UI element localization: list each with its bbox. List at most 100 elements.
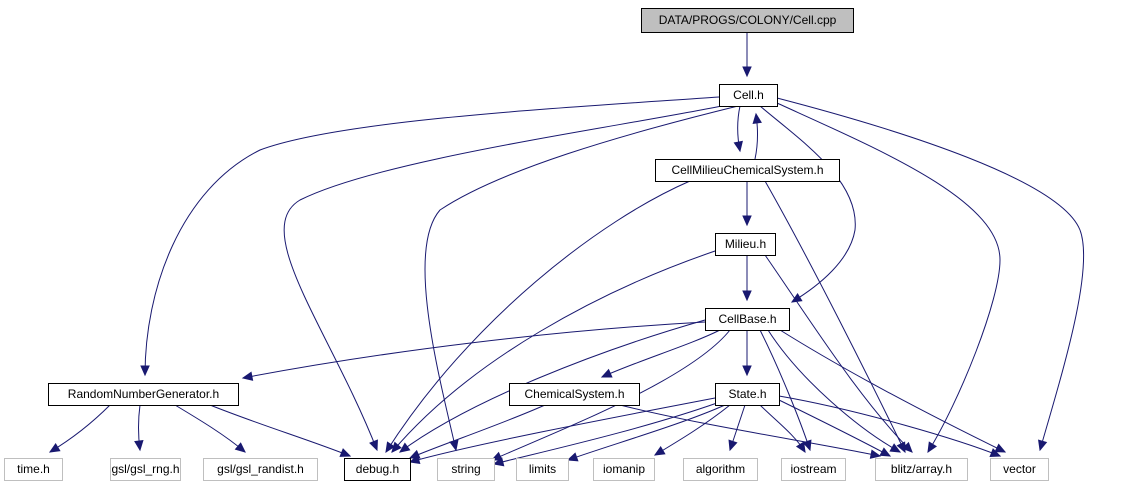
node-label: time.h <box>17 462 50 476</box>
node-iomanip: iomanip <box>593 458 655 481</box>
node-box <box>641 8 854 33</box>
node-cellbase[interactable]: CellBase.h <box>705 308 790 331</box>
edge-rng-to-gslrng <box>134 404 144 452</box>
edge-cellh-to-rng <box>140 96 720 377</box>
arrow-head-icon <box>927 441 938 454</box>
arrow-head-icon <box>742 215 752 227</box>
edge-cellh-to-cmcs <box>733 105 743 153</box>
arrow-head-icon <box>234 442 246 453</box>
node-label: iostream <box>790 462 836 476</box>
edge-state-to-limits <box>566 404 726 462</box>
node-label: Cell.h <box>733 88 764 102</box>
node-box <box>990 458 1049 481</box>
node-box <box>437 458 495 481</box>
node-label: blitz/array.h <box>891 462 952 476</box>
edge-line <box>209 404 351 457</box>
node-box <box>683 458 758 481</box>
arrow-head-icon <box>391 441 402 453</box>
edge-line <box>767 329 901 453</box>
edge-cellh-to-string <box>424 105 739 452</box>
edge-rng-to-debug <box>209 404 352 457</box>
node-box <box>655 159 840 182</box>
node-label: DATA/PROGS/COLONY/Cell.cpp <box>659 13 837 27</box>
arrow-head-icon <box>134 439 144 452</box>
edge-cmcs-to-cellh <box>752 112 762 160</box>
edge-line <box>242 321 706 379</box>
node-cellcpp[interactable]: DATA/PROGS/COLONY/Cell.cpp <box>641 8 854 33</box>
edge-line <box>424 105 739 451</box>
edge-line <box>409 404 546 459</box>
edge-cellh-to-cellbase <box>759 105 856 303</box>
node-state[interactable]: State.h <box>715 383 780 406</box>
node-label: RandomNumberGenerator.h <box>68 387 219 401</box>
edge-milieu-to-blitz <box>764 254 913 453</box>
node-label: limits <box>529 462 556 476</box>
node-box <box>4 458 63 481</box>
node-box <box>593 458 655 481</box>
node-label: iomanip <box>603 462 645 476</box>
node-label: CellMilieuChemicalSystem.h <box>671 163 823 177</box>
arrow-head-icon <box>989 448 1002 457</box>
edge-line <box>778 395 1001 457</box>
arrow-head-icon <box>790 292 803 303</box>
edge-line <box>283 105 723 451</box>
node-iostream: iostream <box>781 458 846 481</box>
arrow-head-icon <box>733 140 743 153</box>
arrow-head-icon <box>795 441 806 454</box>
arrow-head-icon <box>742 290 752 302</box>
arrow-head-icon <box>994 443 1007 453</box>
node-gslrng: gsl/gsl_rng.h <box>110 458 181 481</box>
edge-cmcs-to-milieu <box>742 181 752 227</box>
edge-cellcpp-to-cellh <box>742 32 752 78</box>
edge-state-to-iomanip <box>653 404 731 456</box>
edge-cellbase-to-blitz <box>767 329 902 453</box>
node-label: ChemicalSystem.h <box>524 387 624 401</box>
edge-line <box>776 102 1001 453</box>
node-milieu[interactable]: Milieu.h <box>715 233 776 256</box>
edge-state-to-blitz <box>778 399 892 457</box>
arrow-head-icon <box>869 449 882 459</box>
node-label: Milieu.h <box>725 237 766 251</box>
node-box <box>344 458 411 481</box>
edge-cellbase-to-state <box>742 330 752 377</box>
node-label: algorithm <box>696 462 745 476</box>
node-label: State.h <box>728 387 766 401</box>
arrow-head-icon <box>901 441 913 453</box>
edge-cellbase-to-debug <box>399 319 706 453</box>
node-box <box>781 458 846 481</box>
node-box <box>875 458 968 481</box>
edge-line <box>764 254 913 453</box>
arrow-head-icon <box>140 365 150 377</box>
node-cmcs[interactable]: CellMilieuChemicalSystem.h <box>655 159 840 182</box>
edge-state-to-algorithm <box>728 404 746 452</box>
node-gslrandist: gsl/gsl_randist.h <box>203 458 318 481</box>
edge-cellbase-to-vector <box>779 329 1007 453</box>
node-box <box>715 233 776 256</box>
edge-state-to-iostream <box>759 404 806 454</box>
arrow-head-icon <box>653 446 666 456</box>
nodes-layer: DATA/PROGS/COLONY/Cell.cppCell.hCellMili… <box>4 8 1049 481</box>
node-timeh: time.h <box>4 458 63 481</box>
arrow-head-icon <box>241 371 254 381</box>
edge-line <box>409 397 716 463</box>
arrow-head-icon <box>369 439 378 452</box>
node-rng[interactable]: RandomNumberGenerator.h <box>48 383 239 406</box>
arrow-head-icon <box>566 452 579 462</box>
edge-milieu-to-cellbase <box>742 255 752 302</box>
edge-line <box>567 404 726 461</box>
node-box <box>516 458 569 481</box>
edge-line <box>391 249 719 453</box>
edge-rng-to-timeh <box>48 404 111 453</box>
edge-milieu-to-debug <box>391 249 719 453</box>
edge-line <box>759 404 806 453</box>
edge-cellbase-to-rng <box>241 321 706 381</box>
arrow-head-icon <box>492 457 505 467</box>
edge-line <box>49 404 111 453</box>
edge-line <box>779 329 1006 453</box>
node-debug[interactable]: debug.h <box>344 458 411 481</box>
node-cellh[interactable]: Cell.h <box>719 84 778 107</box>
edge-line <box>654 404 731 456</box>
node-box <box>509 383 640 406</box>
node-chemsys[interactable]: ChemicalSystem.h <box>509 383 640 406</box>
